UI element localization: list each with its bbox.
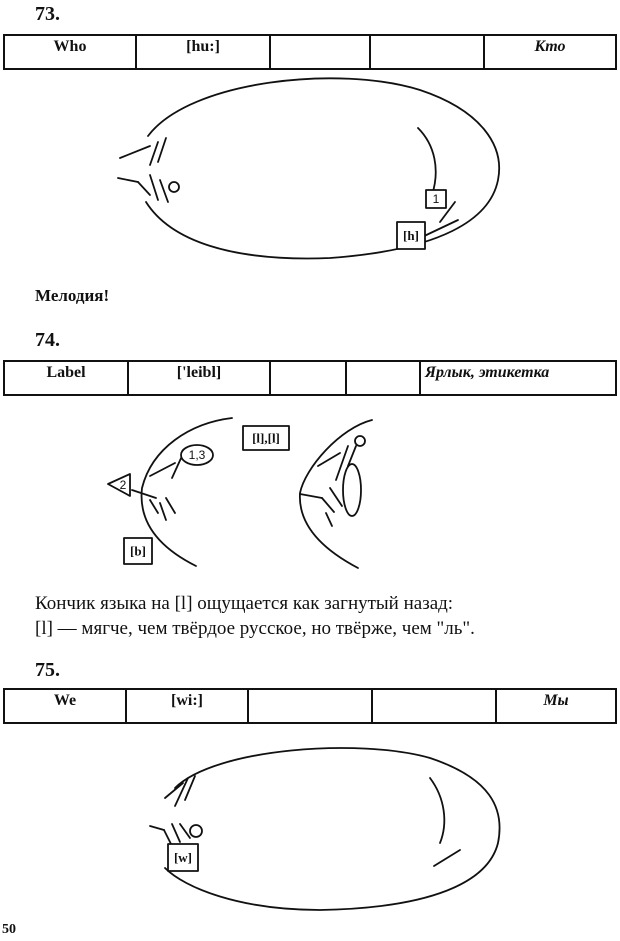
word-table-74: Label ['leibl] Ярлык, этикетка — [3, 360, 617, 396]
sound-label: [w] — [174, 850, 192, 865]
jaw-stroke — [299, 493, 323, 499]
articulation-diagram-75: [w] — [149, 747, 501, 911]
cell-translation: Мы — [495, 688, 617, 724]
sound-box — [396, 221, 426, 250]
cell-empty — [247, 688, 373, 724]
articulation-diagram-73: 1 [h] — [117, 77, 500, 260]
tongue-stroke — [171, 455, 183, 479]
cell-empty — [269, 34, 371, 70]
jaw-stroke — [149, 174, 159, 201]
tongue-stroke — [317, 452, 341, 467]
cell-word: Who — [3, 34, 137, 70]
back-stroke — [419, 219, 459, 239]
word-table-75: We [wi:] Мы — [3, 688, 617, 724]
jaw-stroke — [159, 179, 169, 203]
tongue-stroke — [119, 145, 151, 159]
l-box — [242, 425, 290, 451]
cell-word: Label — [3, 360, 129, 396]
tongue-stroke — [149, 462, 176, 477]
mouth-contour — [145, 77, 500, 260]
cell-empty — [369, 34, 485, 70]
cell-transcription: [wi:] — [125, 688, 249, 724]
tongue-stroke — [157, 137, 167, 163]
tongue-stroke — [335, 445, 349, 481]
cell-empty — [269, 360, 347, 396]
cell-translation: Ярлык, этикетка — [419, 360, 617, 396]
sound-box — [167, 843, 199, 872]
word-table-73: Who [hu:] Кто — [3, 34, 617, 70]
jaw-stroke — [329, 487, 343, 507]
jaw-stroke — [165, 497, 176, 514]
tongue-tip-circle — [354, 435, 366, 447]
jaw-stroke — [117, 177, 139, 183]
exercise-number-74: 74. — [35, 329, 60, 351]
cell-empty — [345, 360, 421, 396]
jaw-stroke — [321, 497, 335, 513]
tongue-tag — [180, 444, 214, 466]
mouth-contour-right — [299, 419, 373, 569]
tongue-stroke — [149, 141, 159, 166]
tongue-tag-label: 1,3 — [189, 448, 206, 462]
back-stroke — [417, 127, 437, 196]
b-box-label: [b] — [130, 544, 146, 559]
caption-74-line2: [l] — мягче, чем твёрдое русское, но твё… — [35, 618, 475, 639]
back-stroke — [429, 777, 446, 844]
lip-circle — [189, 824, 203, 838]
tongue-stroke — [164, 782, 184, 799]
jaw-stroke — [137, 181, 151, 196]
jaw-stroke — [131, 489, 157, 499]
cell-translation: Кто — [483, 34, 617, 70]
tongue-body — [342, 463, 362, 517]
caption-73: Мелодия! — [35, 286, 110, 305]
triangle-marker — [107, 473, 131, 497]
marker-label: 1 — [433, 192, 440, 206]
exercise-number-73: 73. — [35, 3, 60, 25]
sound-label: [h] — [403, 228, 419, 243]
articulation-diagram-74: 1,3 2 [l],[l] [b] — [107, 417, 373, 569]
cell-empty — [371, 688, 497, 724]
cell-transcription: ['leibl] — [127, 360, 271, 396]
triangle-label: 2 — [120, 478, 127, 492]
jaw-stroke — [325, 512, 333, 527]
back-stroke — [433, 849, 461, 867]
marker-box — [425, 189, 447, 209]
jaw-stroke — [179, 823, 191, 839]
cell-transcription: [hu:] — [135, 34, 271, 70]
mouth-contour — [164, 747, 501, 911]
tongue-stroke — [174, 777, 189, 807]
tongue-tip-line — [347, 445, 357, 467]
page-number: 50 — [2, 922, 16, 937]
b-box — [123, 537, 153, 565]
back-stroke — [439, 201, 456, 223]
lip-circle — [168, 181, 180, 193]
exercise-number-75: 75. — [35, 659, 60, 681]
jaw-stroke — [159, 502, 167, 521]
l-box-label: [l],[l] — [252, 431, 280, 446]
caption-74-line1: Кончик языка на [l] ощущается как загнут… — [35, 593, 454, 614]
jaw-stroke — [171, 823, 181, 843]
tongue-stroke — [184, 775, 196, 801]
cell-word: We — [3, 688, 127, 724]
jaw-stroke — [149, 499, 159, 514]
jaw-stroke — [149, 825, 165, 831]
mouth-contour-left — [140, 417, 233, 567]
